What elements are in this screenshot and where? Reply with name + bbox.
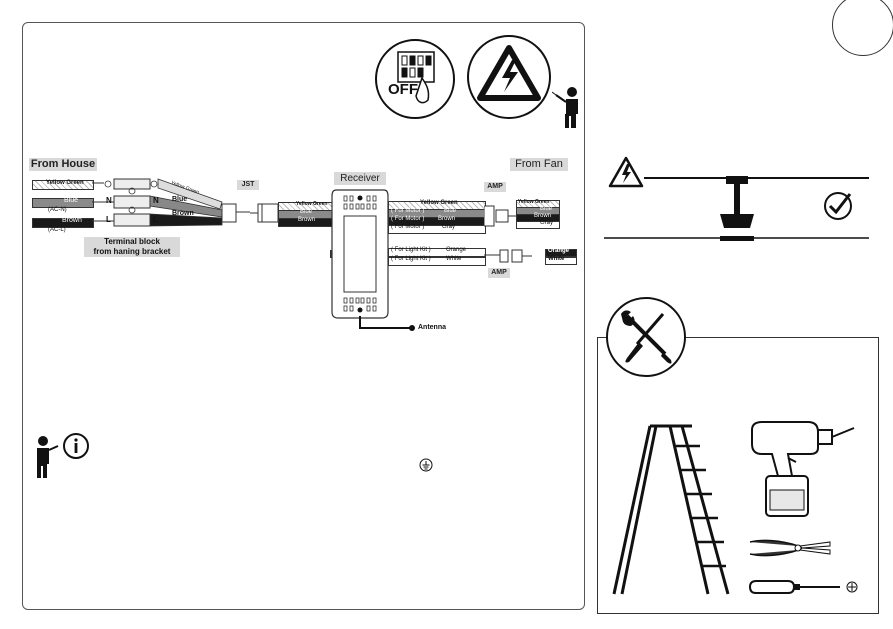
house-wire-brown-sub: (AC-L): [48, 227, 66, 233]
house-wire-blue: [32, 198, 94, 208]
tools-icon: [605, 296, 687, 378]
antenna-label: Antenna: [418, 324, 446, 331]
receiver-wire-blue-right: Blue: [444, 208, 457, 214]
terminal-letter-l-left: L: [106, 215, 111, 224]
pliers-icon: [748, 536, 832, 560]
from-house-label: From House: [29, 158, 97, 171]
antenna-wire: [358, 316, 418, 332]
ladder-icon: [612, 424, 732, 596]
receiver-wire-white-right: White: [446, 256, 462, 262]
ground-symbol-icon: [419, 458, 433, 472]
receiver-wire-orange-right: Orange: [446, 247, 467, 253]
fan-warning-diagram: [604, 154, 874, 248]
receiver-wire-brown-right: Brown: [438, 216, 456, 222]
jst-wire-blue-label: Blue: [300, 209, 313, 215]
receiver-wire-gray-right: Gray: [442, 224, 456, 230]
house-wire-yellowgreen: [32, 180, 94, 190]
amp-bottom-connector: [484, 247, 548, 267]
breaker-off-icon: OFF: [374, 38, 456, 120]
terminal-out-brown: Brown: [172, 210, 194, 217]
house-wire-brown: [32, 218, 94, 228]
fan-wire-white: [545, 257, 577, 265]
fan-wire-gray-label: Gray: [540, 220, 554, 226]
receiver-unit: [330, 188, 390, 320]
terminal-caption-line1: Terminal block: [104, 237, 160, 246]
high-voltage-icon: [466, 34, 552, 120]
receiver-wire-gray-left: ( For Motor ): [391, 224, 425, 230]
amp-top-connector: [483, 202, 516, 230]
jst-connector: [250, 200, 280, 226]
receiver-wire-white: [388, 257, 486, 266]
terminal-block-diagram: [92, 176, 252, 236]
left-page-frame: [22, 22, 585, 610]
jst-wire-brown-label: Brown: [298, 217, 316, 223]
receiver-wire-brown-left: ( For Motor ): [391, 216, 425, 222]
amp-top-label: AMP: [484, 182, 506, 192]
screwdriver-icon: [748, 578, 860, 596]
from-fan-label: From Fan: [510, 158, 568, 171]
receiver-wire-white-left: ( For Light Kit ): [391, 256, 431, 262]
page-corner-circle: [832, 0, 893, 56]
receiver-wire-orange-left: ( For Light Kit ): [391, 247, 431, 253]
pointing-person-icon: [551, 86, 582, 128]
jst-wire-yellowgreen-label: Yellow Green: [296, 201, 328, 207]
house-wire-yellowgreen-label: Yellow Green: [46, 180, 84, 186]
fan-wire-orange-label: Orange: [548, 248, 570, 254]
house-wire-blue-sub: (AC-N): [48, 207, 67, 213]
terminal-out-blue: Blue: [172, 196, 188, 203]
terminal-letter-l-right: L: [153, 215, 158, 224]
terminal-caption-line2: from haning bracket: [93, 247, 171, 256]
terminal-letter-n-left: N: [106, 196, 112, 205]
jst-label: JST: [237, 180, 259, 190]
fan-wire-blue-label: Blue: [540, 206, 553, 212]
fan-wire-brown-label: Brown: [534, 213, 552, 219]
receiver-label: Receiver: [334, 172, 386, 185]
fan-wire-orange: [545, 249, 577, 257]
house-wire-brown-label: Brown: [62, 217, 82, 224]
info-person-icon: [34, 432, 94, 478]
amp-bottom-label: AMP: [488, 268, 510, 278]
fan-wire-yellowgreen-label: Yellow Green: [518, 199, 550, 205]
receiver-wire-blue-left: ( For Motor ): [391, 208, 425, 214]
fan-wire-white-label: White: [548, 256, 565, 262]
receiver-wire-gray: [388, 225, 486, 234]
receiver-wire-orange: [388, 248, 486, 257]
tools-box: [597, 337, 879, 614]
off-label: OFF: [388, 81, 418, 98]
terminal-letter-n-right: N: [153, 196, 159, 205]
receiver-wire-yellowgreen-label: Yellow Green: [420, 200, 458, 206]
fan-wire-gray: [516, 221, 560, 229]
drill-icon: [748, 420, 856, 520]
terminal-block-caption: Terminal block from haning bracket: [84, 237, 180, 257]
house-wire-blue-label: Blue: [64, 197, 79, 204]
